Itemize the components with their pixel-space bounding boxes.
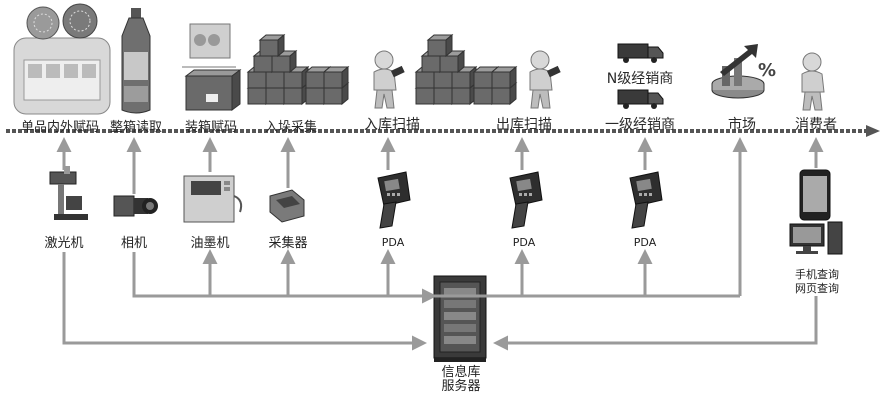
device-label-camera: 相机 <box>120 236 148 251</box>
laser-machine-icon <box>49 166 88 220</box>
server-label-line2: 服务器 <box>441 379 481 394</box>
phone-monitor-icon <box>789 169 843 255</box>
bottle-icon <box>121 8 151 114</box>
server-label-line1: 信息库 <box>441 365 481 380</box>
pda-icon <box>629 171 663 229</box>
stage-label-inbound-scan: 入库扫描 <box>364 117 420 133</box>
device-label-ink-printer: 油墨机 <box>190 236 230 251</box>
connector-arrows <box>56 137 824 351</box>
server-rack-icon <box>433 275 487 362</box>
device-label-pda-1: PDA <box>381 236 405 249</box>
truck-icon <box>617 43 664 63</box>
stage-label-boxing-code: 装箱赋码 <box>184 120 238 135</box>
stage-label-market: 市场 <box>728 117 756 133</box>
collector-icon <box>269 189 305 223</box>
device-label-collector: 采集器 <box>268 236 308 251</box>
stage-label-n-level-dealer: N级经销商 <box>606 71 674 87</box>
data-bus-line <box>132 252 740 298</box>
stacked-boxes-icon <box>414 33 518 106</box>
stage-label-box-read: 整箱读取 <box>109 120 163 135</box>
person-icon <box>801 52 825 111</box>
conveyor-belt <box>6 125 880 137</box>
stage-label-single-code: 单品内外赋码 <box>20 120 100 135</box>
person-scanner-icon <box>373 50 405 109</box>
query-label-line1: 手机查询 <box>795 268 839 281</box>
stacked-boxes-icon <box>246 33 350 106</box>
server-label: 信息库 服务器 <box>441 366 480 394</box>
bottle-caps-icon <box>13 3 111 115</box>
stage-label-outbound-scan: 出库扫描 <box>496 117 552 133</box>
stage-label-stacking: 入垛采集 <box>264 120 318 135</box>
device-label-pda-2: PDA <box>512 236 536 249</box>
device-label-pda-3: PDA <box>633 236 657 249</box>
svg-text:%: % <box>758 60 776 81</box>
market-chart-icon: % <box>711 44 776 99</box>
stage-label-first-level-dealer: 一级经销商 <box>605 117 675 133</box>
person-scanner-icon <box>529 50 561 109</box>
carton-box-icon <box>182 23 242 111</box>
arrow-laser-to-server <box>62 252 427 351</box>
pda-icon <box>377 171 411 229</box>
pda-icon <box>509 171 543 229</box>
truck-icon <box>617 89 664 109</box>
ink-printer-icon <box>183 175 243 223</box>
device-label-laser: 激光机 <box>44 236 84 251</box>
arrow-query-to-server <box>493 296 818 351</box>
query-label: 手机查询 网页查询 <box>795 268 839 296</box>
camera-icon <box>113 195 158 217</box>
query-label-line2: 网页查询 <box>795 282 839 295</box>
stage-label-consumer: 消费者 <box>795 117 837 133</box>
